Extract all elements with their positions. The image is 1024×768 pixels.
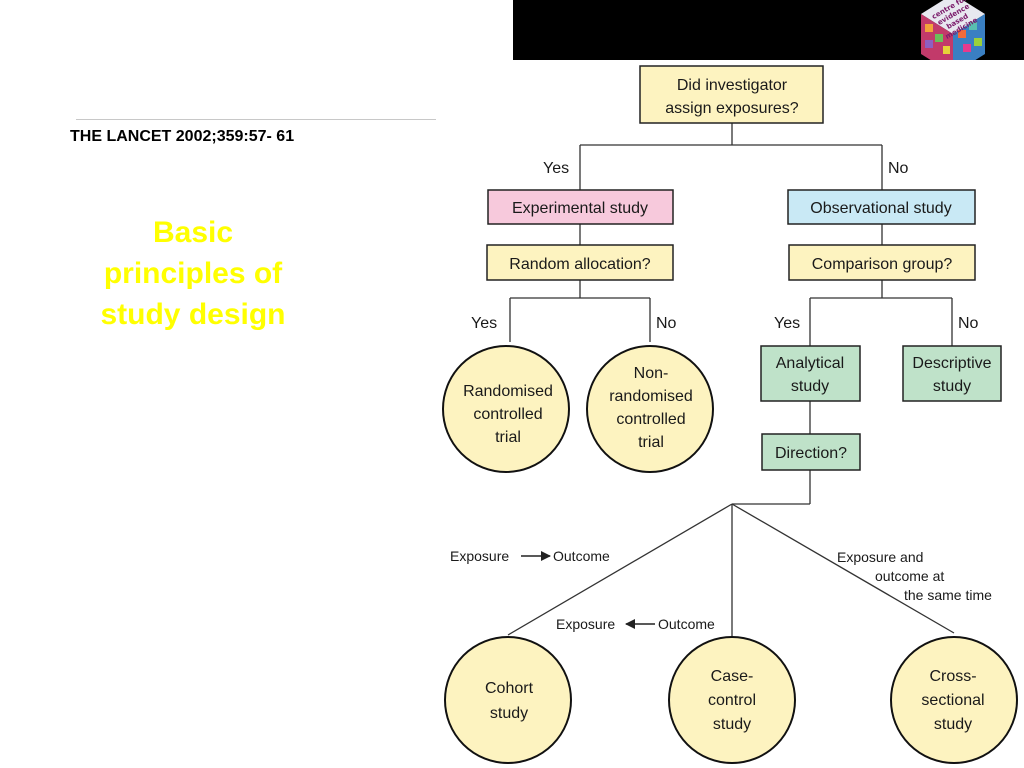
observational-study-node: Observational study bbox=[787, 189, 976, 225]
node-text: Descriptive bbox=[912, 355, 991, 372]
slide-title-line: principles of bbox=[103, 257, 283, 290]
outcome-circle bbox=[668, 636, 796, 764]
node-text: sectional bbox=[921, 692, 984, 709]
nrct-node: Non- randomised controlled trial bbox=[586, 345, 714, 473]
exposure-label: Exposure bbox=[556, 616, 615, 632]
node-text: controlled bbox=[616, 411, 685, 428]
annotation-text: Exposure and bbox=[837, 549, 923, 565]
node-text: controlled bbox=[473, 406, 542, 423]
question-random-allocation: Random allocation? bbox=[486, 244, 674, 281]
observational-label: Observational study bbox=[810, 200, 951, 217]
node-text: control bbox=[708, 692, 756, 709]
rct-node: Randomised controlled trial bbox=[442, 345, 570, 473]
experimental-box bbox=[487, 189, 674, 225]
node-text: trial bbox=[495, 429, 521, 446]
question-direction: Direction? bbox=[761, 433, 861, 471]
node-text: trial bbox=[638, 434, 664, 451]
branch-label-no: No bbox=[958, 315, 979, 332]
question-comparison-group: Comparison group? bbox=[788, 244, 976, 281]
question-text: assign exposures? bbox=[665, 100, 799, 117]
connector-lines bbox=[507, 123, 955, 638]
study-box bbox=[760, 345, 861, 402]
study-box bbox=[902, 345, 1002, 402]
backward-direction-label: Exposure Outcome bbox=[556, 616, 715, 632]
node-text: study bbox=[713, 716, 751, 733]
question-box bbox=[486, 244, 674, 281]
question-text: Direction? bbox=[775, 445, 847, 462]
study-box bbox=[761, 433, 861, 471]
case-control-study-node: Case- control study bbox=[668, 636, 796, 764]
experimental-label: Experimental study bbox=[512, 200, 648, 217]
node-text: Cross- bbox=[929, 668, 976, 685]
outcome-circle bbox=[586, 345, 714, 473]
analytical-study-node: Analytical study bbox=[760, 345, 861, 402]
question-text: Did investigator bbox=[677, 77, 788, 94]
node-text: Analytical bbox=[776, 355, 844, 372]
slide-title-line: Basic bbox=[152, 216, 234, 249]
divider bbox=[76, 119, 436, 120]
cross-sectional-study-node: Cross- sectional study bbox=[890, 636, 1018, 764]
branch-label-yes: Yes bbox=[774, 315, 800, 332]
outcome-label: Outcome bbox=[658, 616, 715, 632]
node-text: study bbox=[490, 705, 528, 722]
annotation-text: the same time bbox=[904, 587, 992, 603]
node-text: study bbox=[791, 378, 829, 395]
question-box bbox=[639, 65, 824, 124]
node-text: Case- bbox=[711, 668, 754, 685]
question-text: Comparison group? bbox=[812, 256, 953, 273]
node-text: randomised bbox=[609, 388, 693, 405]
descriptive-study-node: Descriptive study bbox=[902, 345, 1002, 402]
outcome-circle bbox=[442, 345, 570, 473]
experimental-study-node: Experimental study bbox=[487, 189, 674, 225]
node-text: Cohort bbox=[485, 680, 534, 697]
forward-direction-label: Exposure Outcome bbox=[450, 548, 610, 564]
node-text: Randomised bbox=[463, 383, 553, 400]
slide-title-line: study design bbox=[100, 298, 286, 331]
question-box bbox=[788, 244, 976, 281]
annotation-text: outcome at bbox=[875, 568, 944, 584]
node-text: study bbox=[934, 716, 972, 733]
cube-logo-icon: centre for evidence based medicine bbox=[921, 0, 985, 60]
branch-label-yes: Yes bbox=[543, 160, 569, 177]
question-assign-exposures: Did investigator assign exposures? bbox=[639, 65, 824, 124]
observational-box bbox=[787, 189, 976, 225]
cohort-study-node: Cohort study bbox=[444, 636, 572, 764]
slide-title: Basic principles of study design bbox=[62, 212, 324, 335]
node-text: Non- bbox=[634, 365, 669, 382]
citation: THE LANCET 2002;359:57- 61 bbox=[70, 128, 295, 145]
node-text: study bbox=[933, 378, 971, 395]
branch-label-yes: Yes bbox=[471, 315, 497, 332]
same-time-label: Exposure and outcome at the same time bbox=[837, 549, 992, 603]
branch-label-no: No bbox=[888, 160, 909, 177]
exposure-label: Exposure bbox=[450, 548, 509, 564]
question-text: Random allocation? bbox=[509, 256, 651, 273]
outcome-circle bbox=[890, 636, 1018, 764]
outcome-circle bbox=[444, 636, 572, 764]
branch-label-no: No bbox=[656, 315, 677, 332]
outcome-label: Outcome bbox=[553, 548, 610, 564]
